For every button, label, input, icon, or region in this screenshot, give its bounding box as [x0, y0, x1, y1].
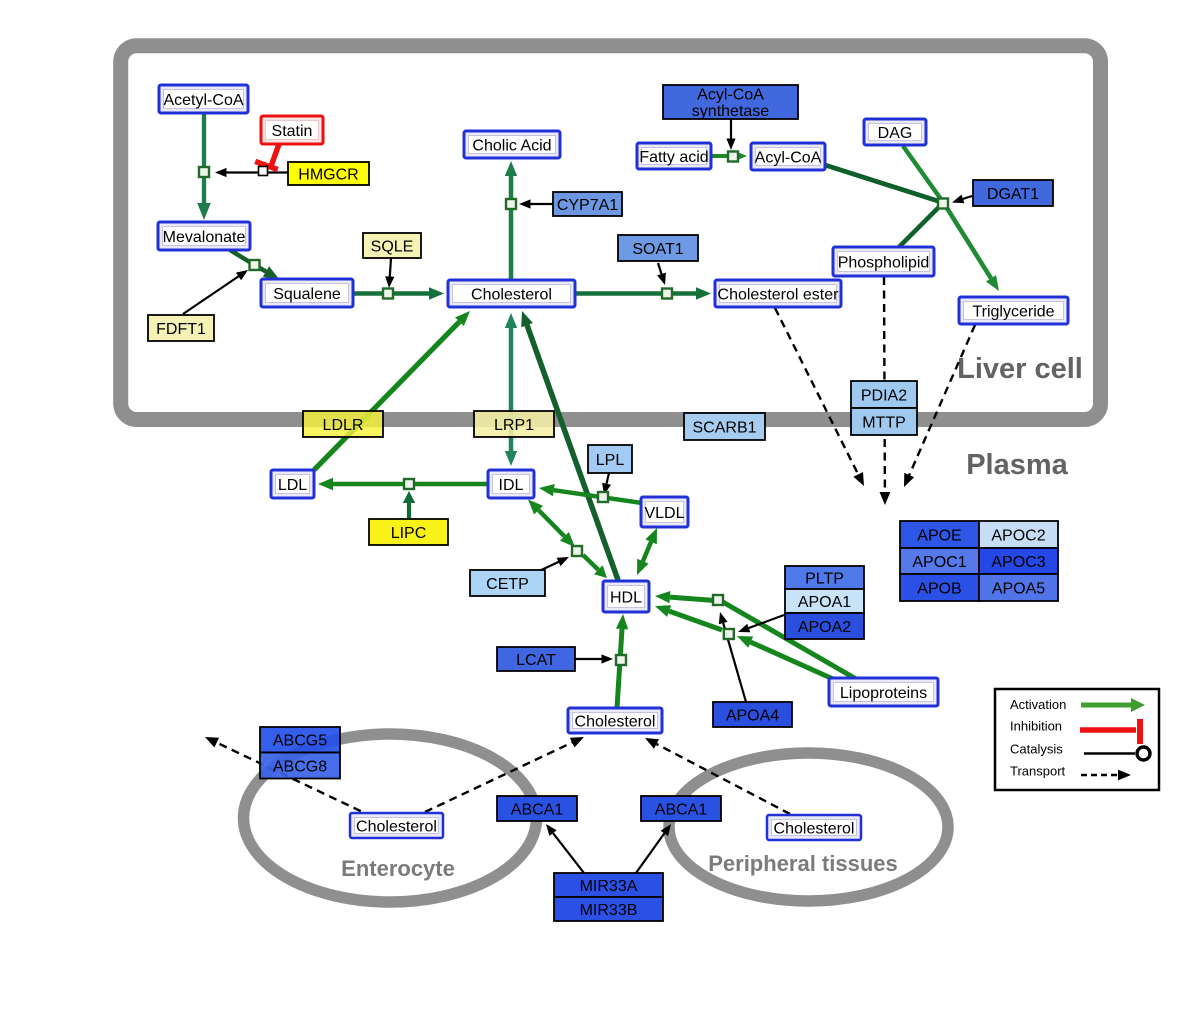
- svg-text:APOA4: APOA4: [726, 707, 779, 724]
- svg-text:VLDL: VLDL: [644, 505, 684, 522]
- svg-text:ABCG8: ABCG8: [273, 758, 327, 775]
- svg-text:Acetyl-CoA: Acetyl-CoA: [163, 92, 243, 109]
- svg-text:CETP: CETP: [486, 576, 529, 593]
- svg-text:FDFT1: FDFT1: [156, 321, 206, 338]
- svg-text:SCARB1: SCARB1: [692, 419, 756, 436]
- svg-text:Cholesterol ester: Cholesterol ester: [718, 286, 840, 303]
- svg-text:APOA1: APOA1: [798, 594, 851, 611]
- svg-text:Inhibition: Inhibition: [1010, 719, 1062, 734]
- svg-text:Mevalonate: Mevalonate: [163, 229, 246, 246]
- svg-text:Peripheral tissues: Peripheral tissues: [708, 851, 898, 876]
- svg-text:IDL: IDL: [499, 477, 524, 494]
- svg-text:Phospholipid: Phospholipid: [838, 254, 930, 271]
- svg-text:APOC1: APOC1: [912, 554, 966, 571]
- svg-text:Plasma: Plasma: [966, 449, 1068, 481]
- svg-text:Cholesterol: Cholesterol: [774, 820, 855, 837]
- svg-text:Squalene: Squalene: [273, 286, 341, 303]
- svg-text:ABCA1: ABCA1: [511, 801, 564, 818]
- svg-text:APOA5: APOA5: [992, 580, 1045, 597]
- svg-text:CYP7A1: CYP7A1: [557, 197, 618, 214]
- svg-text:Activation: Activation: [1010, 697, 1066, 712]
- svg-text:synthetase: synthetase: [692, 103, 769, 120]
- svg-text:LDL: LDL: [278, 477, 307, 494]
- svg-text:SQLE: SQLE: [371, 238, 414, 255]
- svg-text:LRP1: LRP1: [494, 417, 534, 434]
- svg-text:Cholesterol: Cholesterol: [575, 713, 656, 730]
- svg-text:LPL: LPL: [596, 452, 625, 469]
- svg-text:DGAT1: DGAT1: [987, 186, 1039, 203]
- svg-text:PDIA2: PDIA2: [861, 387, 907, 404]
- svg-text:Acyl-CoA: Acyl-CoA: [697, 87, 764, 104]
- svg-text:HDL: HDL: [610, 589, 642, 606]
- svg-text:HMGCR: HMGCR: [298, 166, 358, 183]
- svg-text:Triglyceride: Triglyceride: [972, 303, 1054, 320]
- svg-text:MIR33B: MIR33B: [580, 902, 638, 919]
- svg-text:Lipoproteins: Lipoproteins: [840, 685, 927, 702]
- svg-text:PLTP: PLTP: [805, 570, 844, 587]
- svg-text:MIR33A: MIR33A: [580, 878, 638, 895]
- svg-text:Cholesterol: Cholesterol: [471, 286, 552, 303]
- svg-text:Cholesterol: Cholesterol: [356, 818, 437, 835]
- svg-text:APOE: APOE: [917, 527, 961, 544]
- svg-text:APOB: APOB: [917, 580, 961, 597]
- svg-text:Fatty acid: Fatty acid: [639, 149, 708, 166]
- svg-text:ABCG5: ABCG5: [273, 733, 327, 750]
- svg-text:Cholic Acid: Cholic Acid: [472, 137, 551, 154]
- svg-text:APOA2: APOA2: [798, 619, 851, 636]
- svg-text:Enterocyte: Enterocyte: [341, 856, 455, 881]
- svg-text:Liver cell: Liver cell: [957, 353, 1083, 385]
- svg-text:Transport: Transport: [1010, 764, 1066, 779]
- svg-text:LIPC: LIPC: [391, 525, 427, 542]
- svg-text:APOC2: APOC2: [991, 527, 1045, 544]
- svg-text:Acyl-CoA: Acyl-CoA: [755, 149, 822, 166]
- svg-text:DAG: DAG: [878, 125, 913, 142]
- svg-text:APOC3: APOC3: [991, 554, 1045, 571]
- svg-text:MTTP: MTTP: [862, 414, 906, 431]
- svg-text:LDLR: LDLR: [323, 417, 364, 434]
- svg-text:SOAT1: SOAT1: [632, 241, 683, 258]
- svg-text:Statin: Statin: [272, 123, 313, 140]
- svg-text:Catalysis: Catalysis: [1010, 742, 1063, 757]
- svg-text:ABCA1: ABCA1: [655, 801, 708, 818]
- svg-text:LCAT: LCAT: [516, 652, 556, 669]
